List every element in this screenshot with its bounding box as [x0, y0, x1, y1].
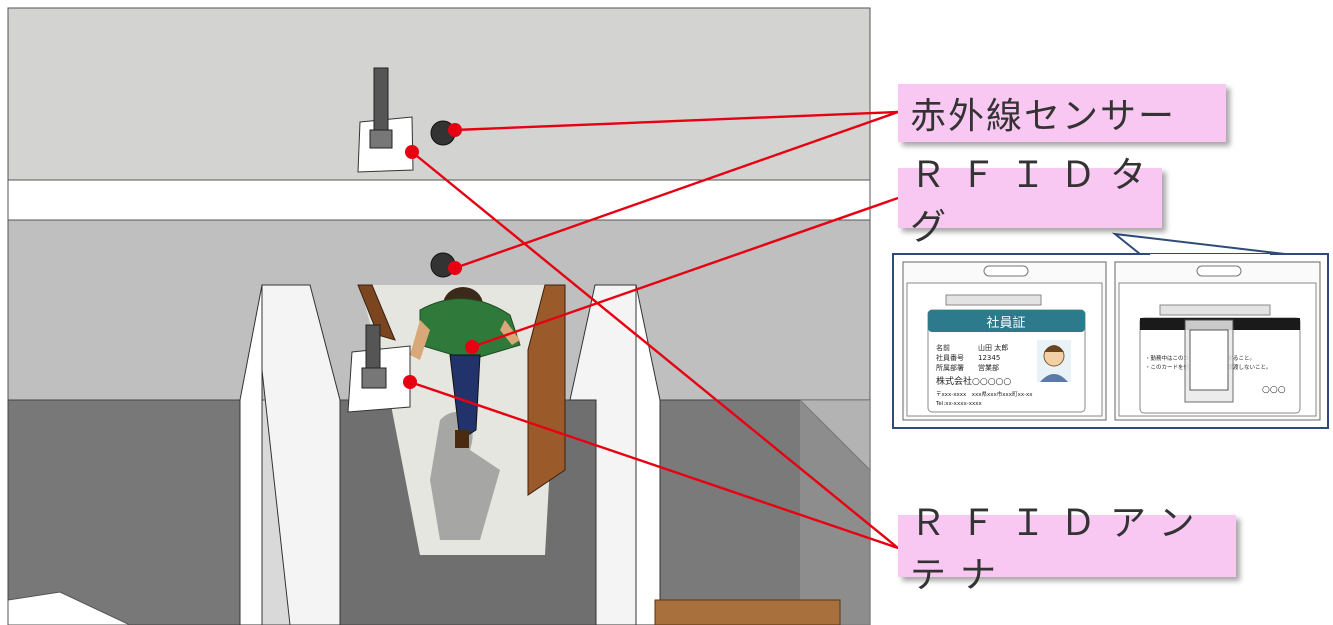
person: [410, 287, 521, 448]
card-back-footer: ○○○: [1262, 385, 1286, 395]
card-back: ・勤務中はこのカードを常時携帯すること。 ・このカードを他人に貸与または譲渡しな…: [1114, 261, 1321, 421]
id-card-panel: 社員証 名前 山田 太郎 社員番号 12345 所属部署 営業部 株式会社○○○…: [892, 232, 1329, 429]
card-front: 社員証 名前 山田 太郎 社員番号 12345 所属部署 営業部 株式会社○○○…: [902, 261, 1107, 421]
card-dept-label: 所属部署: [936, 363, 964, 372]
card-name-label: 名前: [936, 343, 950, 352]
card-company: 株式会社○○○○○: [936, 375, 1011, 387]
card-header-text: 社員証: [986, 315, 1025, 331]
leader-sensor-lower: [454, 110, 899, 270]
card-tel: Tel:xx-xxxx-xxxx: [935, 401, 982, 407]
leader-tag: [471, 196, 899, 349]
leader-lines: [409, 110, 899, 550]
dot-antenna-lower: [403, 375, 417, 389]
floor-left: [7, 399, 263, 625]
dot-sensor-upper: [448, 123, 462, 137]
card-name-value: 山田 太郎: [978, 343, 1008, 352]
leader-dots: [403, 123, 479, 389]
white-ledge: [7, 179, 871, 221]
card-number-value: 12345: [978, 354, 1000, 362]
dot-antenna-upper: [405, 145, 419, 159]
label-rfid-tag: ＲＦＩＤタグ: [898, 155, 1162, 248]
rfid-antenna-lower: [347, 324, 411, 413]
leader-antenna-upper: [411, 151, 899, 549]
card-address: 〒xxx-xxxx xxx県xxx市xxx町xx-xx: [936, 390, 1033, 398]
dot-tag: [465, 340, 479, 354]
door: [527, 284, 566, 496]
leader-antenna-lower: [409, 380, 899, 550]
label-infrared-sensor: 赤外線センサー: [898, 84, 1226, 142]
card-number-label: 社員番号: [936, 353, 964, 362]
wood-stair: [654, 599, 841, 625]
rfid-antenna-upper: [357, 67, 414, 173]
card-header-bar: [928, 310, 1085, 332]
label-rfid-antenna: ＲＦＩＤアンテナ: [898, 503, 1236, 596]
dot-sensor-lower: [448, 261, 462, 275]
upper-wall: [7, 7, 871, 181]
leader-sensor-upper: [454, 110, 899, 132]
room-scene: [7, 7, 871, 625]
employee-photo: [1037, 340, 1071, 382]
person-shadow: [430, 411, 500, 540]
card-dept-value: 営業部: [978, 363, 999, 372]
